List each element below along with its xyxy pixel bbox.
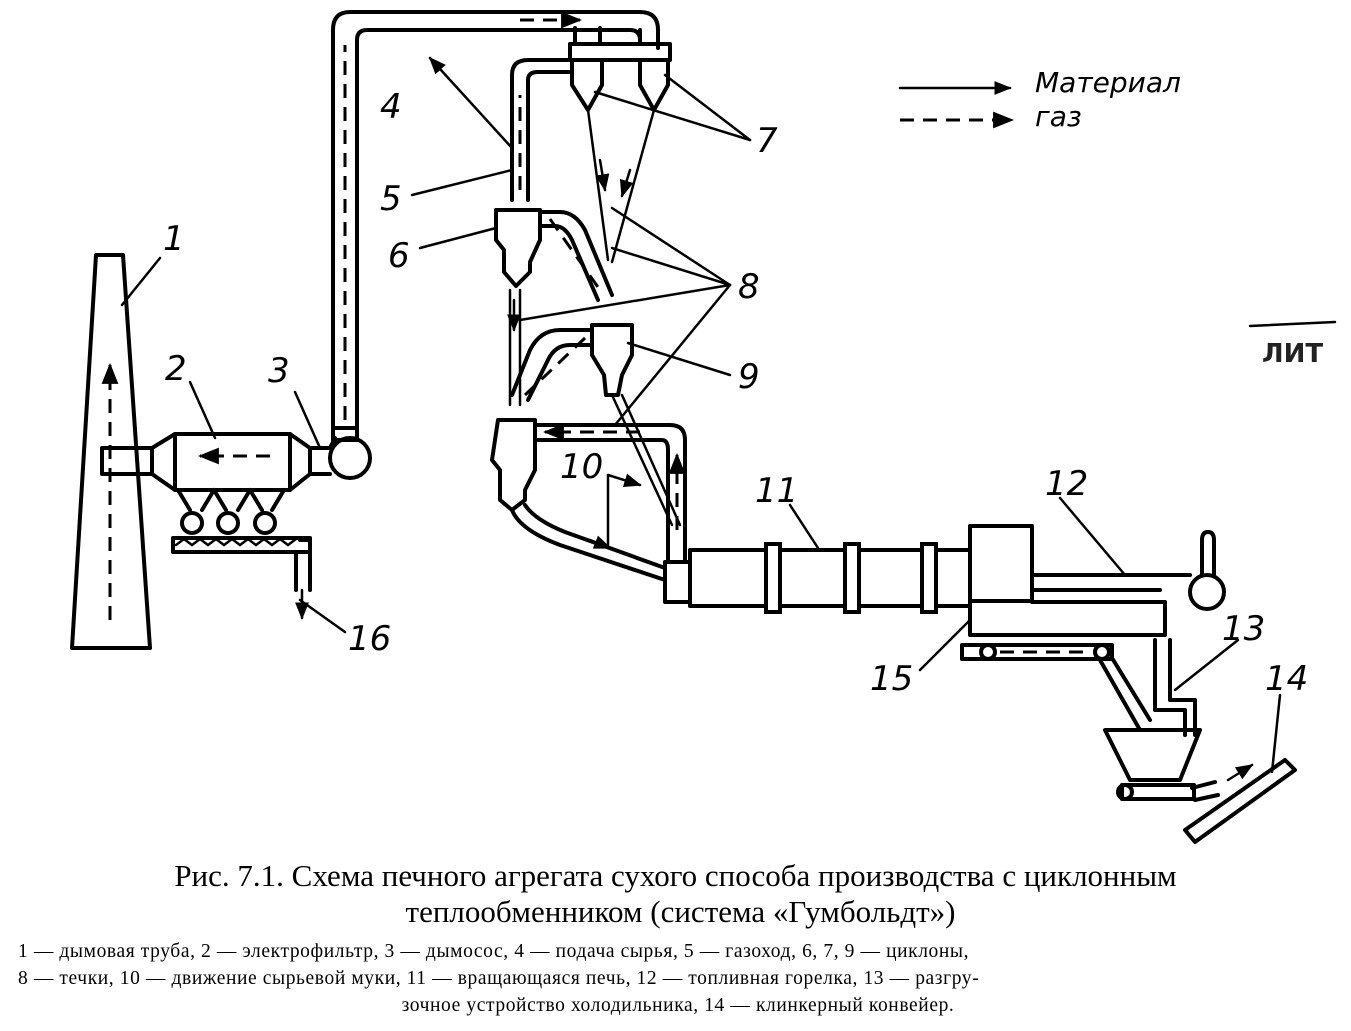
label-8: 8	[738, 267, 760, 307]
leader-lines	[120, 73, 1282, 774]
label-1: 1	[163, 219, 185, 259]
raw-feed-and-gas-duct	[428, 56, 572, 202]
label-14: 14	[1265, 659, 1308, 699]
label-5: 5	[380, 179, 402, 219]
legend-line-1: 1 — дымовая труба, 2 — электрофильтр, 3 …	[18, 941, 970, 962]
svg-text:ЛИТ: ЛИТ	[1262, 339, 1323, 369]
component-labels: 1 2 3 4 5 6 7 8 9 10 11 12 13 14 15 16	[163, 87, 1308, 699]
clinker-cooler	[960, 524, 1197, 737]
caption-line-1: Рис. 7.1. Схема печного агрегата сухого …	[174, 858, 1177, 893]
chimney	[70, 253, 152, 650]
label-11: 11	[755, 471, 798, 511]
label-16: 16	[348, 619, 391, 659]
clinker-conveyor	[1103, 728, 1297, 844]
legend-line-3: зочное устройство холодильника, 14 — кли…	[401, 995, 955, 1016]
top-cyclones	[568, 26, 672, 264]
svg-text:газ: газ	[1035, 100, 1082, 133]
label-2: 2	[165, 349, 187, 389]
label-7: 7	[756, 121, 778, 161]
lower-cyclone	[490, 418, 687, 582]
label-3: 3	[268, 351, 290, 391]
cyclone-6	[494, 208, 614, 407]
electrostatic-precipitator	[100, 432, 312, 620]
label-10: 10	[560, 447, 603, 487]
label-4: 4	[380, 87, 402, 127]
rotary-kiln	[663, 542, 972, 614]
stamp: ЛИТ	[1248, 320, 1337, 369]
figure-caption: Рис. 7.1. Схема печного агрегата сухого …	[0, 858, 1351, 930]
label-12: 12	[1045, 464, 1088, 504]
kiln-schematic: Материал газ ЛИТ 1 2 3 4 5 6 7	[70, 10, 1337, 844]
label-9: 9	[738, 357, 760, 397]
label-13: 13	[1222, 609, 1265, 649]
fuel-burner	[1188, 530, 1226, 611]
label-6: 6	[388, 236, 410, 276]
svg-text:Материал: Материал	[1035, 66, 1181, 99]
label-15: 15	[870, 659, 913, 699]
caption-line-2: теплообменником (система «Гумбольдт»)	[405, 894, 956, 929]
legend-line-2: 8 — течки, 10 — движение сырьевой муки, …	[18, 968, 980, 989]
raw-meal-movement	[588, 473, 642, 550]
flow-legend: Материал газ	[898, 66, 1181, 133]
figure-legend: 1 — дымовая труба, 2 — электрофильтр, 3 …	[18, 938, 1338, 1019]
